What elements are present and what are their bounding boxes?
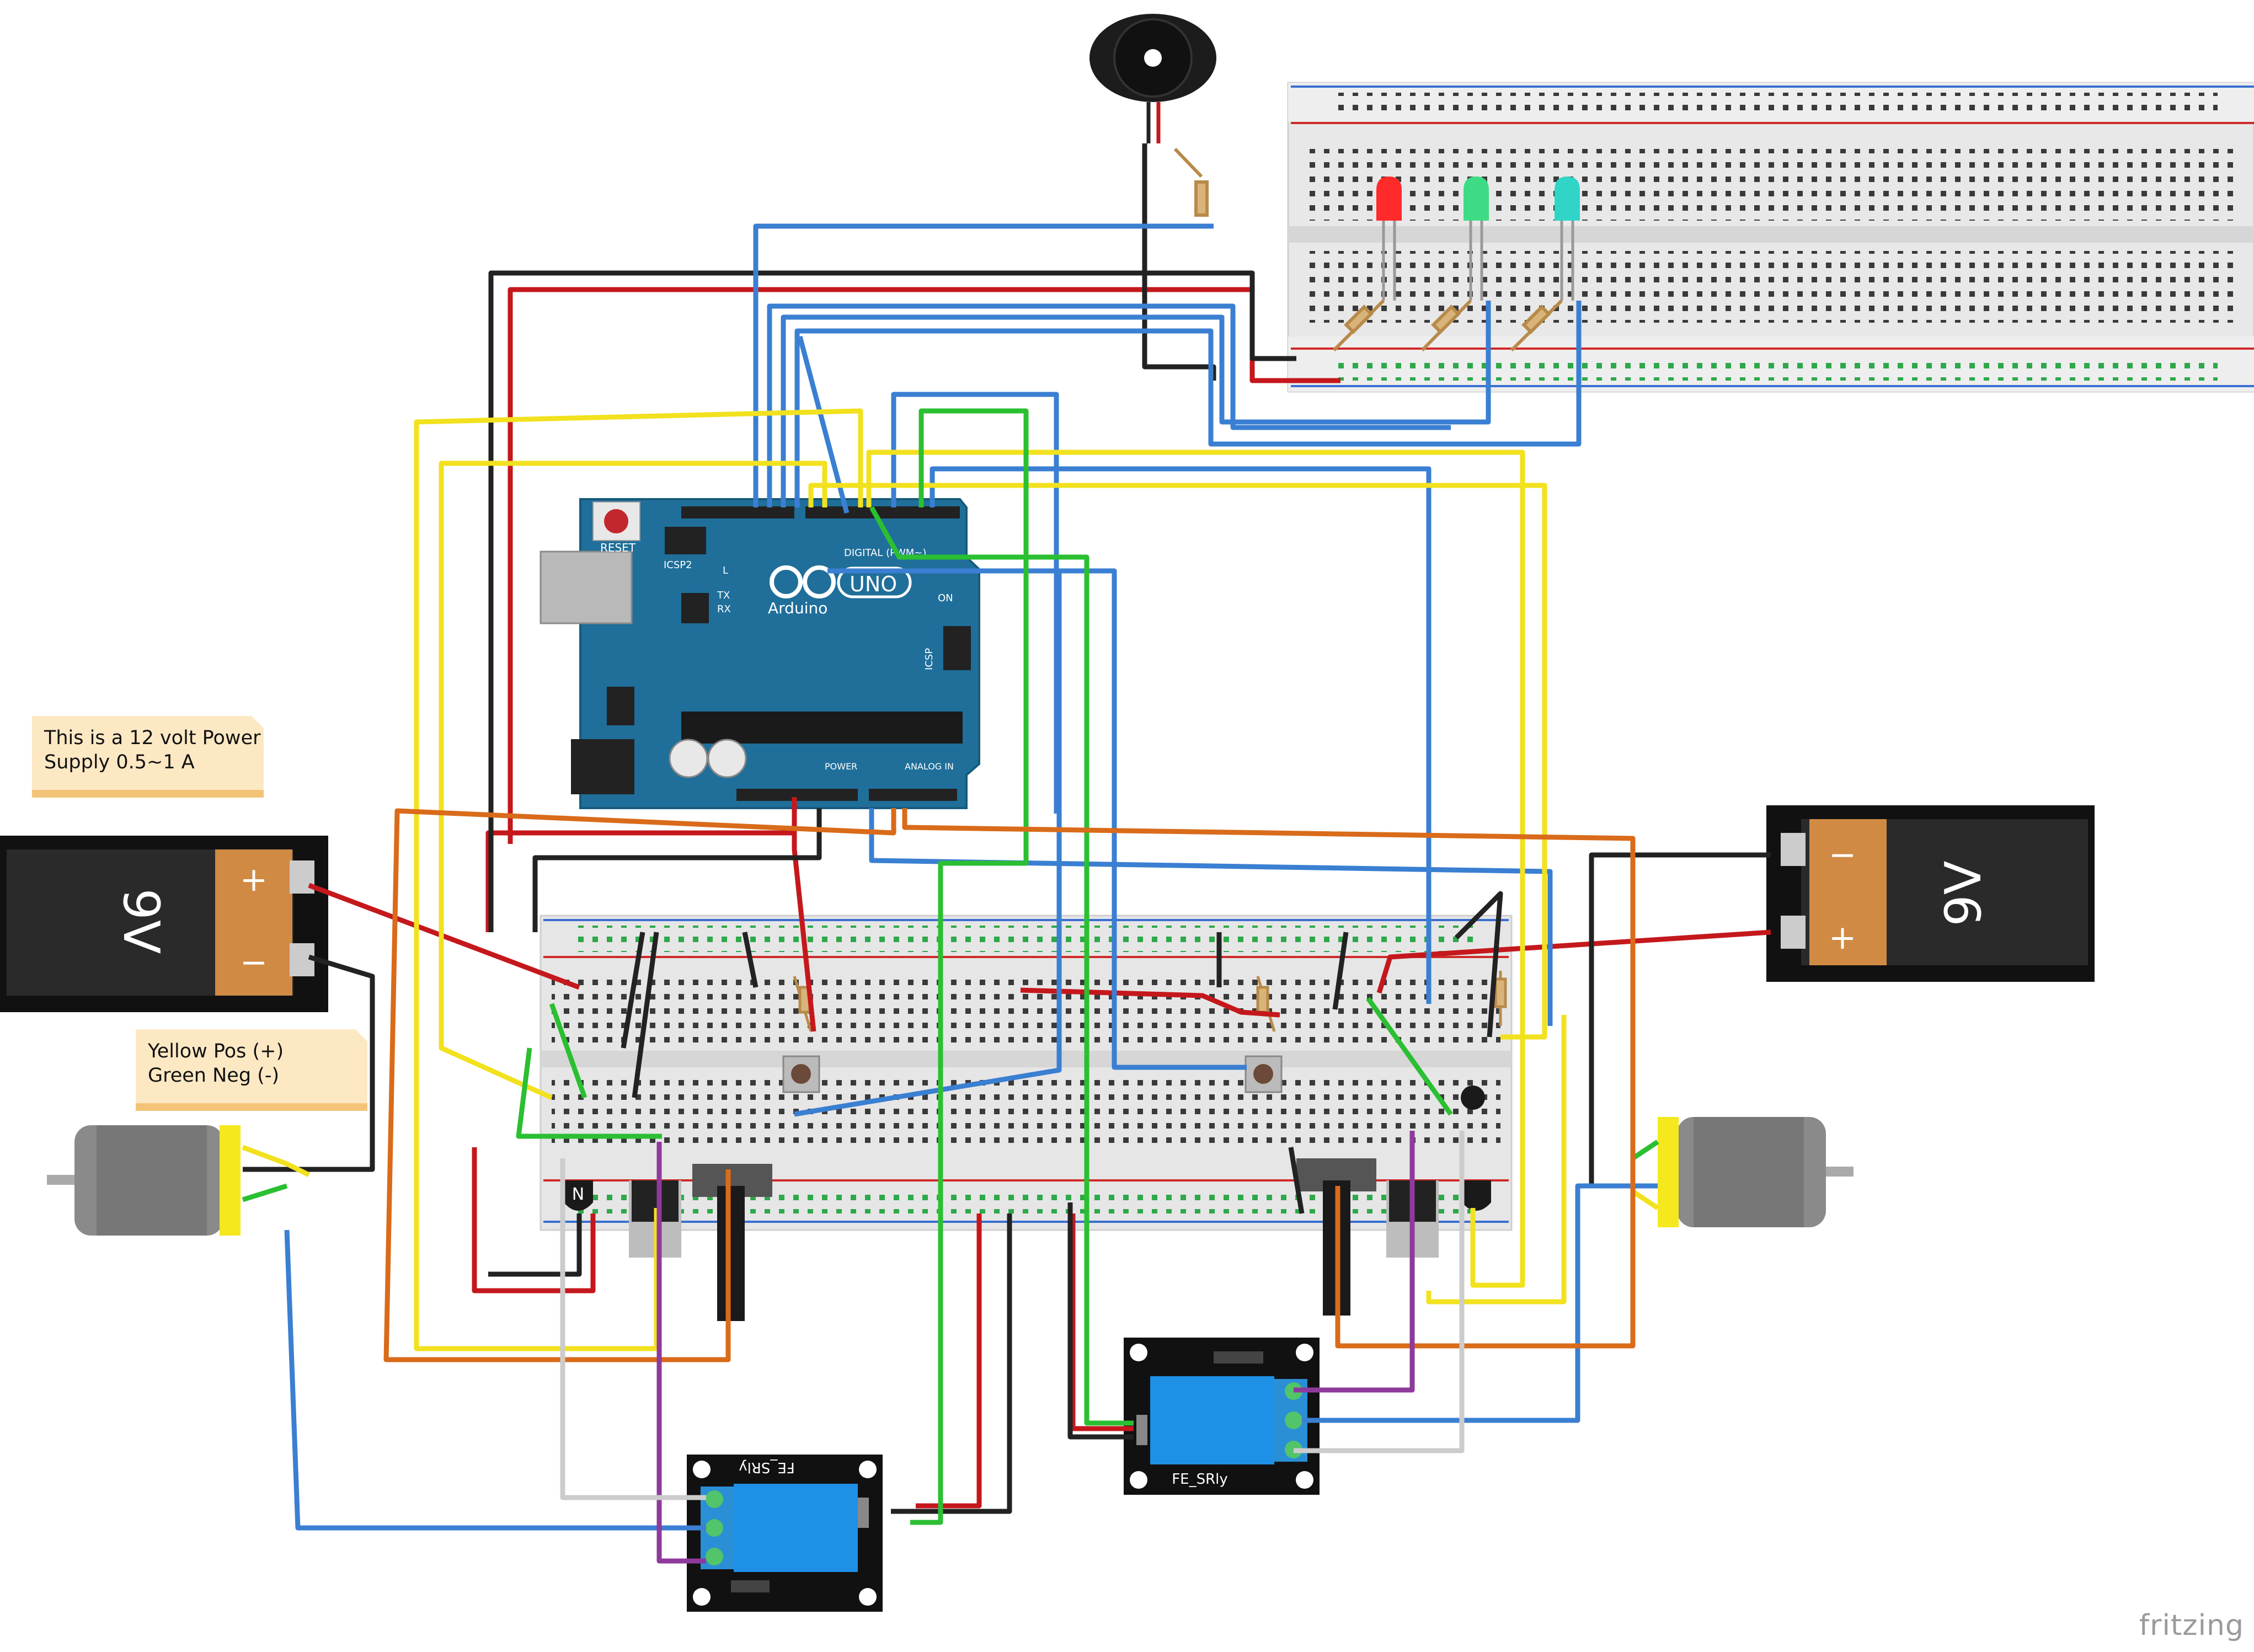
relay-left-label: FE_SRly: [739, 1459, 795, 1475]
arduino-uno-board: RESET ICSP2 ICSP DIGITAL (PWM~) UNO Ardu…: [540, 498, 980, 809]
note-motor-polarity-line1: Yellow Pos (+): [148, 1040, 284, 1062]
reset-label: RESET: [600, 541, 636, 554]
wiring: [242, 143, 1771, 1564]
power-jack: [571, 739, 634, 794]
power-label: POWER: [825, 761, 857, 772]
arduino-model: UNO: [850, 572, 897, 596]
battery-right-plus: +: [1829, 918, 1856, 957]
led-cyan: [1555, 177, 1580, 301]
note-power-supply: This is a 12 volt Power Supply 0.5~1 A: [32, 716, 264, 798]
breadboard-top-right: [1287, 82, 2254, 393]
note-power-supply-line2: Supply 0.5~1 A: [44, 751, 195, 773]
relay-module-left: FE_SRly: [687, 1455, 883, 1612]
battery-right-label: 9V: [1935, 861, 1993, 927]
rx-label: RX: [717, 603, 731, 615]
usb-port: [540, 550, 633, 624]
battery-9v-right: − + 9V: [1766, 805, 2095, 982]
analog-header: [869, 789, 957, 801]
transistor-label: N: [572, 1185, 584, 1204]
relay-right-label: FE_SRly: [1172, 1471, 1228, 1488]
capacitor: [707, 739, 747, 778]
led-red: [1376, 177, 1402, 301]
push-button-icon: [782, 1055, 1283, 1093]
fritzing-watermark: fritzing: [2139, 1609, 2244, 1642]
resistor-icon: [793, 971, 1507, 1032]
battery-right-minus: −: [1829, 836, 1856, 874]
dc-motor-right: [1658, 1117, 1854, 1227]
resistor-icon: [1173, 147, 1563, 352]
reset-button-icon: [604, 509, 628, 533]
tx-label: TX: [717, 590, 730, 601]
l-led-label: L: [723, 565, 728, 576]
icsp2-label: ICSP2: [664, 559, 692, 571]
note-motor-polarity-line2: Green Neg (-): [148, 1065, 280, 1087]
analog-label: ANALOG IN: [905, 761, 954, 772]
led-green: [1464, 177, 1489, 301]
battery-left-minus: −: [240, 943, 268, 982]
transistor-icon: N: [564, 1086, 1491, 1211]
relay-module-right: FE_SRly: [1124, 1338, 1320, 1495]
digital-header-left: [681, 506, 794, 518]
battery-left-label: 9V: [112, 889, 170, 954]
digital-header-right: [805, 506, 960, 518]
potentiometer-icon: [692, 1158, 1376, 1321]
note-motor-polarity: Yellow Pos (+) Green Neg (-): [136, 1029, 367, 1111]
battery-left-plus: +: [240, 860, 268, 899]
on-label: ON: [938, 592, 953, 604]
arduino-logo-text: Arduino: [768, 599, 827, 617]
icsp-label: ICSP: [923, 648, 935, 670]
atmega-chip: [681, 712, 963, 744]
arduino-logo-icon: [770, 565, 803, 598]
dc-motor-left: [47, 1125, 241, 1236]
piezo-buzzer-icon: [1089, 14, 1216, 143]
note-power-supply-line1: This is a 12 volt Power: [44, 727, 261, 749]
power-header: [736, 789, 858, 801]
capacitor: [669, 739, 708, 778]
battery-9v-left: + − 9V: [0, 836, 328, 1012]
